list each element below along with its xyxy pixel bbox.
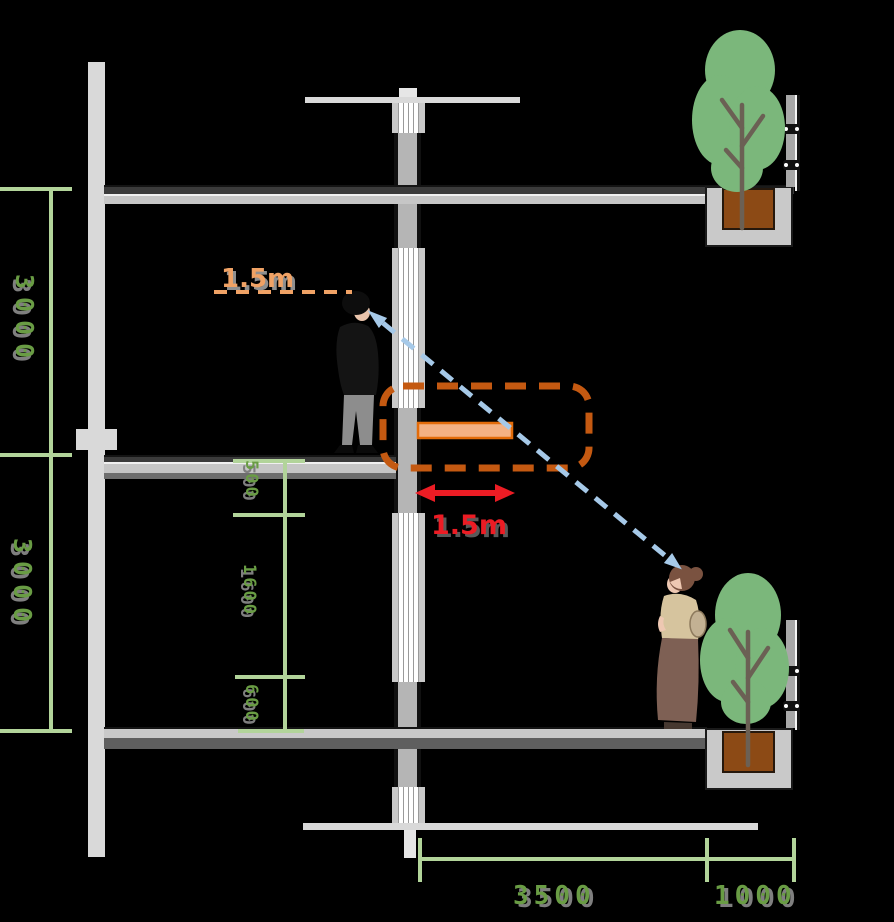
dimension-label: 500: [241, 460, 261, 500]
slab-highlight-bar: [416, 421, 514, 440]
wall-bottom-stub: [404, 830, 416, 858]
dimension-label: 1600: [239, 564, 259, 617]
column-section: [394, 408, 421, 513]
grid-line-top: [305, 97, 520, 103]
tree-icon-ground: [700, 573, 789, 768]
dimension-label: 3500: [513, 881, 596, 911]
setback-label: 1.5m: [431, 510, 507, 541]
dimension-tick: [235, 675, 305, 679]
column-section: [394, 204, 421, 248]
left-wall: [88, 62, 105, 857]
window-section: [392, 513, 425, 682]
dimension-tick: [792, 838, 796, 882]
dimension-label: 3000: [10, 274, 39, 367]
dimension-tick: [233, 513, 305, 517]
dimension-tick: [418, 838, 422, 882]
railing-top-post: [795, 95, 800, 191]
window-section: [392, 787, 425, 823]
planter-soil-top: [722, 188, 775, 230]
floor-slab-top-finish: [104, 194, 705, 204]
dimension-tick: [233, 459, 305, 463]
dimension-tick: [0, 453, 72, 457]
railing-knob-icon: [783, 124, 800, 134]
dimension-tick: [0, 187, 72, 191]
floor-slab-top: [104, 185, 794, 194]
railing-knob-icon: [783, 701, 800, 711]
woman-figure: [656, 565, 707, 729]
column-section: [394, 133, 421, 185]
dimension-tick: [0, 729, 72, 733]
window-section: [392, 103, 425, 133]
dimension-label: 1000: [714, 881, 797, 911]
dimension-line-left: [49, 187, 53, 733]
floor-slab-ground: [104, 727, 707, 749]
dimension-line-middle: [283, 461, 287, 732]
eye-height-label: 1.5m: [221, 264, 295, 294]
dimension-line-bottom: [420, 857, 794, 861]
grid-line-bottom: [303, 823, 758, 830]
man-figure: [334, 291, 379, 453]
dimension-label: 3000: [8, 538, 37, 631]
tree-icon-top: [692, 30, 785, 231]
railing-top: [786, 95, 795, 187]
distance-arrow: [415, 484, 515, 502]
wall-top-stub: [399, 88, 417, 97]
window-section: [392, 248, 425, 408]
dimension-tick: [238, 729, 304, 733]
railing-knob-icon: [783, 160, 800, 170]
dimension-tick: [705, 838, 709, 882]
dimension-label: 600: [241, 684, 261, 724]
floor-slab-middle: [104, 455, 396, 479]
